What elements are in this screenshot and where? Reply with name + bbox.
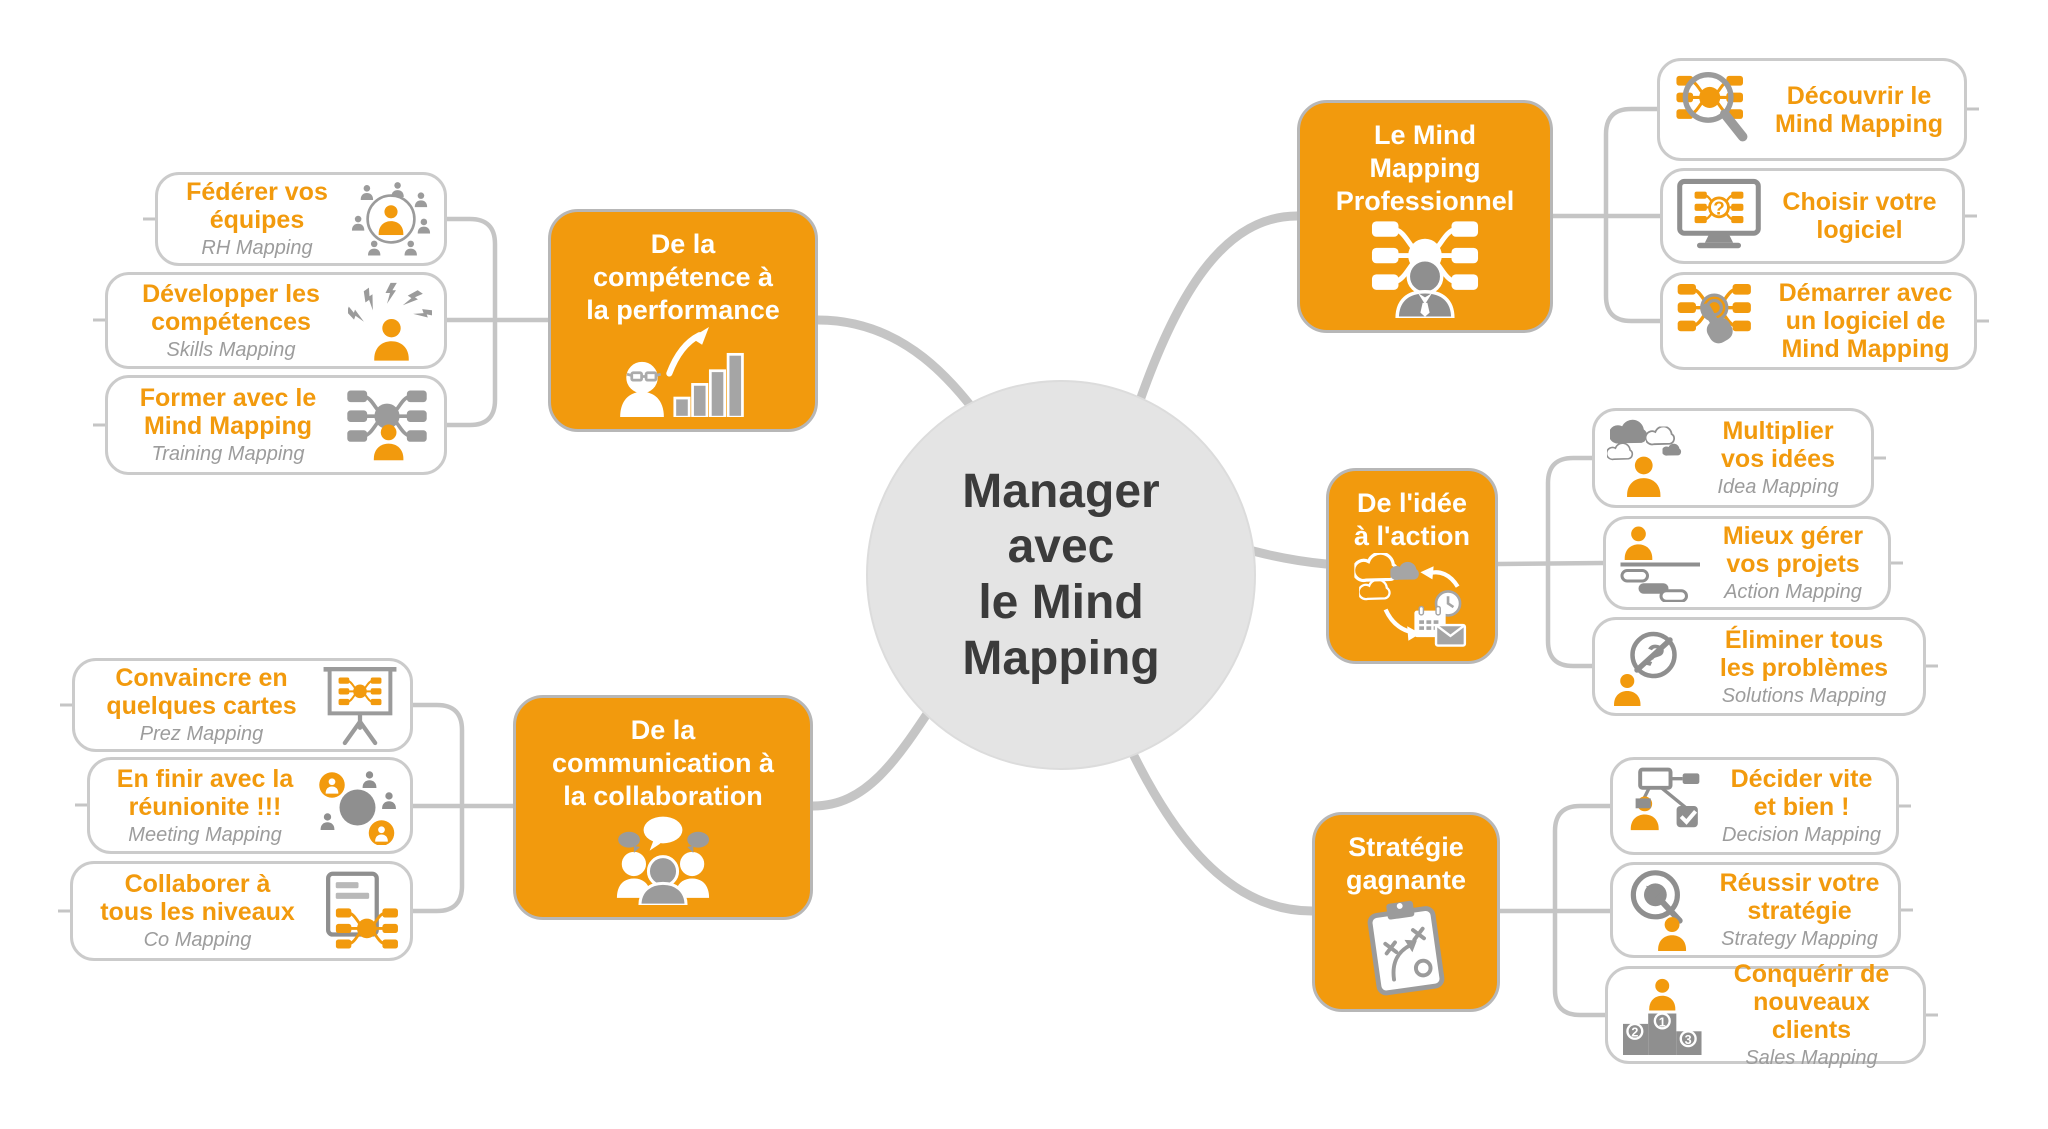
subtopic-title: Convaincre en quelques cartes bbox=[106, 664, 297, 720]
strategy-clipboard-icon bbox=[1367, 900, 1445, 996]
subtopic-tagline: Prez Mapping bbox=[139, 723, 264, 745]
presentation-board-icon bbox=[323, 667, 397, 746]
software-monitor-icon: ? bbox=[1677, 178, 1761, 249]
subtopic-title: Développer les compétences bbox=[142, 279, 320, 336]
branch-strategie-gagnante[interactable]: Stratégie gagnante bbox=[1312, 812, 1500, 1012]
subtopic-tagline: Strategy Mapping bbox=[1721, 928, 1878, 950]
subtopic-tagline: Idea Mapping bbox=[1717, 476, 1839, 498]
subtopic-tagline: Co Mapping bbox=[143, 929, 252, 951]
subtopic-tagline: Decision Mapping bbox=[1722, 824, 1881, 846]
subtopic-decider-vite-et-bien[interactable]: Décider vite et bien ! Decision Mapping bbox=[1610, 757, 1899, 855]
start-click-icon bbox=[1676, 282, 1752, 344]
subtopic-title: Conquérir de nouveaux clients bbox=[1733, 960, 1890, 1044]
subtopic-title: Réussir votre stratégie bbox=[1719, 869, 1880, 925]
subtopic-developper-les-competences[interactable]: Développer les compétences Skills Mappin… bbox=[105, 272, 447, 369]
subtopic-title: Découvrir le Mind Mapping bbox=[1774, 81, 1944, 138]
branch-competence-performance[interactable]: De la compétence à la performance bbox=[548, 209, 818, 432]
subtopic-title: Mieux gérer vos projets bbox=[1722, 522, 1864, 578]
professional-mindmap-icon bbox=[1347, 218, 1503, 318]
branch-label: Stratégie gagnante bbox=[1345, 832, 1466, 895]
svg-text:?: ? bbox=[1713, 197, 1725, 218]
subtopic-title: Choisir votre logiciel bbox=[1782, 188, 1937, 244]
subtopic-title: Démarrer avec un logiciel de Mind Mappin… bbox=[1778, 279, 1953, 363]
meeting-circle-icon bbox=[319, 770, 396, 845]
branch-label: De la communication à la collaboration bbox=[551, 715, 775, 811]
team-network-icon bbox=[351, 182, 431, 256]
central-topic-label: Manager avec le Mind Mapping bbox=[962, 464, 1160, 685]
branch-idee-action[interactable]: De l'idée à l'action bbox=[1326, 468, 1498, 664]
discover-magnifier-icon bbox=[1675, 71, 1748, 141]
idea-clouds-icon bbox=[1607, 419, 1682, 497]
branch-label: De la compétence à la performance bbox=[586, 229, 780, 325]
subtopic-title: Former avec le Mind Mapping bbox=[139, 384, 317, 440]
subtopic-mieux-gerer-vos-projets[interactable]: Mieux gérer vos projets Action Mapping bbox=[1603, 516, 1891, 610]
crossed-question-icon: ? bbox=[1614, 631, 1677, 706]
subtopic-decouvrir-mindmapping[interactable]: Découvrir le Mind Mapping bbox=[1657, 58, 1967, 161]
subtopic-tagline: Meeting Mapping bbox=[128, 823, 282, 846]
gantt-chart-icon bbox=[1620, 526, 1700, 602]
svg-text:3: 3 bbox=[1685, 1033, 1692, 1047]
branch-label: De l'idée à l'action bbox=[1354, 488, 1470, 551]
subtopic-reussir-votre-strategie[interactable]: Réussir votre stratégie Strategy Mapping bbox=[1610, 862, 1901, 958]
subtopic-multiplier-vos-idees[interactable]: Multiplier vos idées Idea Mapping bbox=[1592, 408, 1874, 508]
subtopic-federer-vos-equipes[interactable]: Fédérer vos équipes RH Mapping bbox=[155, 172, 447, 266]
subtopic-title: Fédérer vos équipes bbox=[186, 178, 328, 234]
central-topic[interactable]: Manager avec le Mind Mapping bbox=[866, 380, 1256, 770]
subtopic-collaborer-tous-niveaux[interactable]: Collaborer à tous les niveaux Co Mapping bbox=[70, 861, 413, 961]
podium-winner-icon: 1 2 3 bbox=[1623, 978, 1702, 1055]
communication-people-icon bbox=[616, 816, 710, 905]
subtopic-tagline: Sales Mapping bbox=[1745, 1047, 1878, 1069]
subtopic-tagline: Solutions Mapping bbox=[1721, 684, 1887, 707]
subtopic-tagline: RH Mapping bbox=[201, 237, 313, 259]
idea-to-action-icon bbox=[1354, 552, 1467, 647]
performance-growth-icon bbox=[620, 326, 744, 417]
decision-tree-icon bbox=[1630, 767, 1700, 831]
skills-lightning-icon bbox=[348, 282, 432, 361]
subtopic-tagline: Skills Mapping bbox=[166, 338, 296, 361]
comapping-document-icon bbox=[326, 871, 398, 950]
subtopic-title: En finir avec la réunionite !!! bbox=[116, 764, 294, 821]
subtopic-choisir-votre-logiciel[interactable]: ? Choisir votre logiciel bbox=[1660, 168, 1965, 264]
subtopic-tagline: Action Mapping bbox=[1724, 581, 1862, 603]
subtopic-convaincre-quelques-cartes[interactable]: Convaincre en quelques cartes Prez Mappi… bbox=[72, 658, 413, 752]
trainer-mindmap-icon bbox=[346, 388, 428, 461]
subtopic-title: Multiplier vos idées bbox=[1721, 417, 1835, 473]
svg-text:2: 2 bbox=[1631, 1026, 1638, 1040]
branch-communication-collaboration[interactable]: De la communication à la collaboration bbox=[513, 695, 813, 920]
subtopic-title: Décider vite et bien ! bbox=[1730, 765, 1873, 821]
branch-label: Le Mind Mapping Professionnel bbox=[1335, 120, 1515, 216]
subtopic-title: Collaborer à tous les niveaux bbox=[100, 870, 295, 926]
subtopic-demarrer-logiciel-mindmapping[interactable]: Démarrer avec un logiciel de Mind Mappin… bbox=[1660, 272, 1977, 370]
subtopic-title: Éliminer tous les problèmes bbox=[1719, 625, 1889, 682]
svg-text:1: 1 bbox=[1659, 1015, 1666, 1029]
subtopic-eliminer-tous-problemes[interactable]: ? Éliminer tous les problèmes Solutions … bbox=[1592, 617, 1926, 716]
subtopic-conquerir-nouveaux-clients[interactable]: 1 2 3 Conquérir de nouveaux clients Sale… bbox=[1605, 960, 1926, 1069]
subtopic-en-finir-reunionite[interactable]: En finir avec la réunionite !!! Meeting … bbox=[87, 757, 413, 854]
branch-mindmapping-professionnel[interactable]: Le Mind Mapping Professionnel bbox=[1297, 100, 1553, 333]
target-arrow-icon bbox=[1630, 870, 1687, 951]
subtopic-former-avec-mindmapping[interactable]: Former avec le Mind Mapping Training Map… bbox=[105, 375, 447, 475]
subtopic-tagline: Training Mapping bbox=[151, 443, 305, 465]
